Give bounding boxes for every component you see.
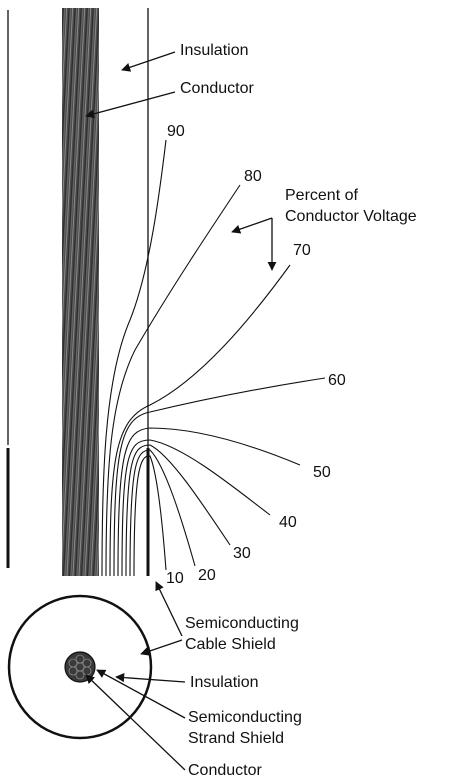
strand-shield-label-line2: Strand Shield: [188, 730, 284, 747]
conductor-bottom-label: Conductor: [188, 762, 262, 779]
percent-label-50: 50: [313, 464, 331, 481]
cable-shield-arrow-up: [155, 581, 183, 637]
cable-shield-label-line2: Cable Shield: [185, 636, 276, 653]
cable-shield-arrow-circle: [140, 639, 183, 656]
percent-label-30: 30: [233, 545, 251, 562]
insulation-bottom-arrow: [115, 673, 186, 683]
percent-of-label: Percent of: [285, 187, 358, 204]
equipotential-line-90: [101, 139, 167, 577]
insulation-top-label: Insulation: [180, 42, 249, 59]
cable-cross-section: [7, 594, 153, 740]
equipotential-line-30: [125, 444, 231, 577]
insulation-top-arrow: [121, 51, 176, 72]
percent-label-20: 20: [198, 567, 216, 584]
percent-label-80: 80: [244, 168, 262, 185]
percent-label-10: 10: [166, 570, 184, 587]
equipotential-line-40: [121, 439, 271, 577]
percent-label-40: 40: [279, 514, 297, 531]
conductor-strands: [68, 654, 92, 680]
percent-label-90: 90: [167, 123, 185, 140]
conductor-bottom-arrow: [85, 674, 186, 771]
percent-label-70: 70: [293, 242, 311, 259]
strand-shield-arrow: [96, 669, 186, 719]
equipotential-line-20: [129, 449, 196, 577]
conductor-voltage-label: Conductor Voltage: [285, 208, 417, 225]
cable-shield-label-line1: Semiconducting: [185, 615, 299, 632]
equipotential-line-70: [109, 264, 291, 577]
conductor-cross-section: [64, 651, 96, 683]
stranded-conductor: [62, 8, 99, 576]
percent-arrow-80: [231, 217, 273, 234]
percent-label-60: 60: [328, 372, 346, 389]
equipotential-line-60: [113, 377, 326, 577]
strand-shield-label-line1: Semiconducting: [188, 709, 302, 726]
conductor-top-label: Conductor: [180, 80, 254, 97]
equipotential-line-80: [105, 184, 241, 577]
equipotential-line-10: [133, 455, 167, 577]
equipotential-line-50: [117, 427, 301, 577]
equipotential-lines: [101, 139, 326, 577]
insulation-bottom-label: Insulation: [190, 674, 259, 691]
conductor-top-arrow: [85, 91, 176, 119]
